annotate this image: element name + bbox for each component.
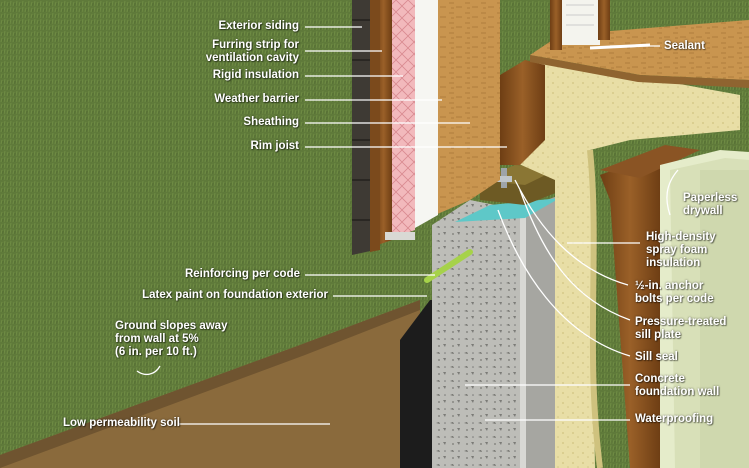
exterior-siding <box>352 0 375 255</box>
spray-foam <box>510 60 740 468</box>
label-ground-slopes: Ground slopes away from wall at 5% (6 in… <box>115 320 228 358</box>
concrete-wall-front <box>432 200 520 468</box>
label-furring-strip: Furring strip for ventilation cavity <box>205 39 299 64</box>
label-latex-paint: Latex paint on foundation exterior <box>142 289 328 301</box>
rim-joist <box>500 60 545 165</box>
label-sill-seal: Sill seal <box>635 351 678 363</box>
label-anchor-bolts: ½-in. anchor bolts per code <box>635 280 714 305</box>
sheathing <box>435 0 500 215</box>
sill-seal <box>455 198 560 222</box>
interior-stud <box>600 160 660 468</box>
leader-lines <box>136 26 679 425</box>
label-sheathing: Sheathing <box>243 116 299 128</box>
rigid-insulation <box>392 0 415 238</box>
concrete-wall-side <box>520 195 560 468</box>
label-paperless-drywall: Paperless drywall <box>683 192 738 217</box>
label-rim-joist: Rim joist <box>250 140 299 152</box>
label-sealant: Sealant <box>664 40 705 52</box>
label-low-permeability-soil: Low permeability soil <box>63 417 180 429</box>
label-sill-plate: Pressure-treated sill plate <box>635 316 727 341</box>
weather-barrier <box>415 0 438 228</box>
label-reinforcing: Reinforcing per code <box>184 268 300 280</box>
label-exterior-siding: Exterior siding <box>218 20 299 32</box>
interior-plate <box>600 145 700 178</box>
label-weather-barrier: Weather barrier <box>214 93 299 105</box>
wall-stud <box>560 0 600 45</box>
label-rigid-insulation: Rigid insulation <box>212 69 299 81</box>
label-concrete-foundation-wall: Concrete foundation wall <box>635 373 720 398</box>
label-spray-foam: High-density spray foam insulation <box>646 231 716 269</box>
waterproofing-membrane <box>400 300 440 468</box>
label-waterproofing: Waterproofing <box>635 413 714 425</box>
